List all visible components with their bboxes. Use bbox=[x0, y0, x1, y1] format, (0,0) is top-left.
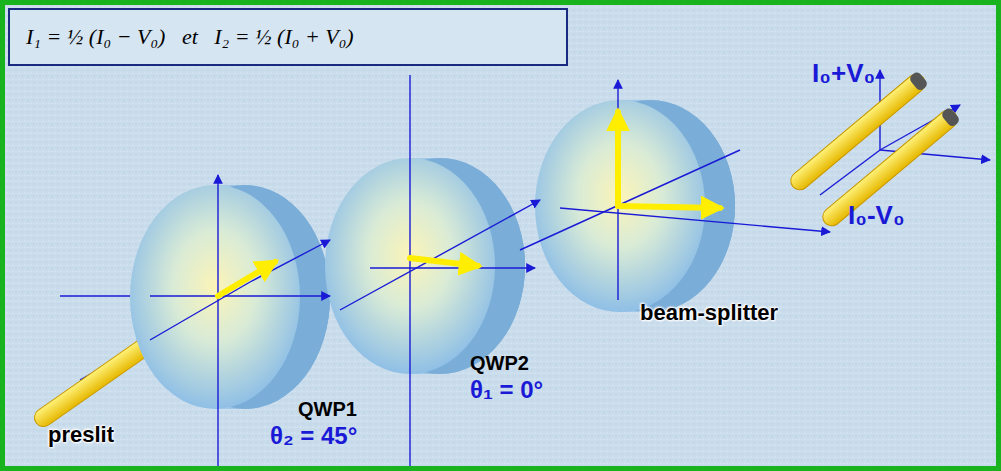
preslit-label: preslit bbox=[48, 422, 114, 448]
component-label: beam-splitter bbox=[640, 300, 778, 326]
formula-box: I₁ = ½ (I₀ − V₀) et I₂ = ½ (I₀ + V₀) bbox=[8, 8, 568, 66]
formula-text: I₁ = ½ (I₀ − V₀) et I₂ = ½ (I₀ + V₀) bbox=[26, 24, 354, 50]
plate-name: QWP1 bbox=[298, 398, 357, 421]
plate-angle: θ₂ = 45° bbox=[270, 422, 357, 450]
output-intensity: I₀+V₀ bbox=[812, 58, 875, 89]
plate-angle: θ₁ = 0° bbox=[470, 376, 543, 404]
output-intensity: I₀-V₀ bbox=[848, 200, 905, 231]
plate-name: QWP2 bbox=[470, 352, 529, 375]
